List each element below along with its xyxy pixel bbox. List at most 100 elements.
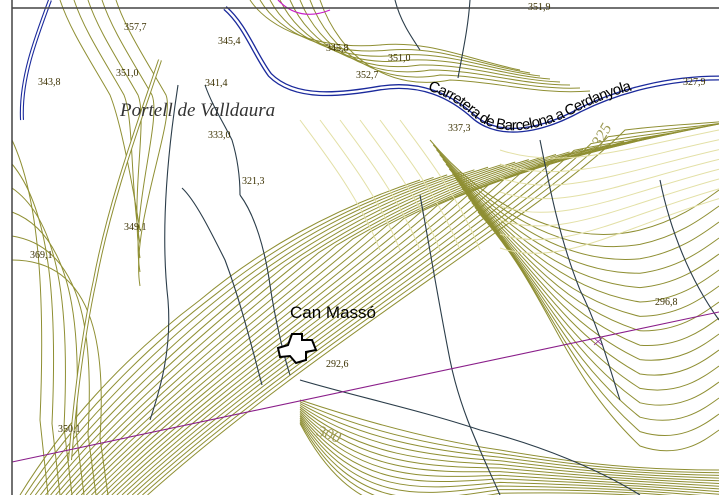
contour-line — [45, 166, 489, 495]
contour-line — [279, 0, 551, 80]
contour-lines — [11, 0, 719, 495]
contour-line — [379, 119, 461, 251]
contour-line — [249, 0, 521, 71]
contour-line — [299, 417, 702, 495]
contour-line — [299, 0, 571, 86]
power-line — [11, 311, 719, 463]
power-pylon — [593, 337, 603, 346]
contour-line — [142, 122, 719, 495]
contour-line — [269, 0, 541, 77]
contour-line — [499, 178, 719, 227]
contour-line — [499, 149, 719, 186]
spot-height: 351,9 — [528, 2, 551, 13]
spot-height: 345,8 — [326, 43, 349, 54]
contour-line — [60, 159, 529, 495]
contour-line — [464, 192, 719, 391]
spot-height: 321,3 — [242, 176, 265, 187]
spot-height: 292,6 — [326, 359, 349, 370]
contour-line — [136, 123, 719, 495]
contour-line — [299, 408, 719, 484]
contour-line — [289, 0, 561, 83]
spot-height: 296,8 — [655, 297, 678, 308]
contour-line — [11, 259, 109, 495]
contour-line — [499, 129, 719, 159]
contour-line — [55, 161, 516, 495]
stream — [181, 187, 263, 386]
spot-height: 345,4 — [218, 36, 241, 47]
contour-line — [116, 131, 679, 495]
contour-line — [499, 198, 719, 254]
contour-line — [299, 403, 719, 476]
contour-line — [499, 188, 719, 241]
spot-height: 351,0 — [388, 53, 411, 64]
building-can-masso[interactable] — [276, 333, 318, 365]
contour-line — [499, 168, 719, 213]
stream — [539, 139, 621, 401]
contour-line — [34, 171, 461, 495]
contour-line — [75, 151, 570, 495]
feature-label: Can Massó — [290, 303, 376, 322]
contour-line — [115, 0, 168, 287]
contour-line — [70, 154, 557, 495]
stream — [299, 379, 641, 495]
contour-line — [442, 158, 719, 289]
spot-height: 341,4 — [205, 78, 228, 89]
contour-line — [468, 197, 719, 406]
contour-line — [299, 401, 719, 474]
contour-line — [59, 0, 141, 231]
stream-lines — [149, 0, 719, 495]
stream — [149, 84, 179, 421]
contour-line — [147, 121, 719, 495]
spot-height: 351,0 — [116, 68, 139, 79]
contour-line — [448, 168, 719, 317]
spot-height: 350,1 — [58, 424, 81, 435]
contour-line — [19, 179, 421, 495]
contour-line — [499, 139, 719, 173]
contour-line — [436, 149, 719, 260]
contour-line — [259, 0, 531, 74]
contour-line — [50, 164, 502, 495]
contour-line — [299, 406, 719, 482]
contour-line — [299, 412, 719, 490]
main-road — [223, 6, 719, 133]
spot-height: 337,3 — [448, 123, 471, 134]
stream — [394, 0, 421, 51]
contour-line — [299, 410, 719, 487]
contour-line — [432, 144, 719, 248]
contour-line — [131, 123, 719, 495]
contour-line — [309, 0, 581, 89]
spot-heights: 357,7 345,4 345,8 351,0 351,0 352,7 343,… — [30, 2, 706, 435]
spot-height: 327,9 — [683, 77, 706, 88]
spot-height: 369,1 — [30, 250, 53, 261]
spot-height: 357,7 — [124, 22, 147, 33]
contour-line — [299, 404, 719, 479]
track — [277, 0, 331, 15]
place-label: Portell de Valldaura — [119, 100, 275, 121]
contour-line — [359, 119, 441, 251]
contour-line — [461, 187, 719, 376]
contour-line — [87, 0, 142, 259]
contour-line — [399, 119, 481, 251]
contour-line — [126, 125, 706, 495]
contour-line — [299, 423, 363, 495]
contour-line — [477, 211, 719, 452]
contour-line — [299, 419, 673, 495]
secondary-road — [19, 0, 162, 461]
contour-line — [319, 0, 591, 93]
contour-lines-minor — [299, 119, 719, 254]
stream — [419, 194, 501, 495]
contour-line — [439, 154, 719, 274]
spot-height: 349,1 — [124, 222, 147, 233]
contour-line — [80, 148, 584, 495]
spot-height: 343,8 — [38, 77, 61, 88]
spot-height: 333,0 — [208, 130, 231, 141]
contour-line — [73, 0, 141, 245]
contour-line — [11, 139, 49, 495]
contour-line — [299, 415, 719, 495]
contour-line — [499, 158, 719, 200]
contour-line — [458, 182, 719, 361]
contour-line — [11, 187, 73, 495]
stream — [204, 84, 241, 196]
